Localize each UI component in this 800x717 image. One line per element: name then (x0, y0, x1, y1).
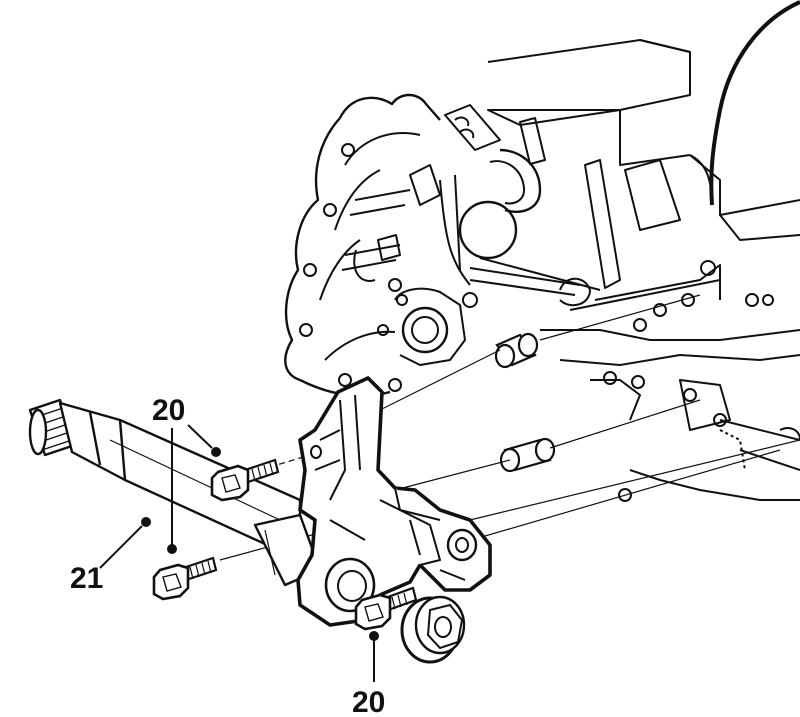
bolt-lower-left (152, 556, 218, 601)
engine-block (284, 0, 800, 502)
flange-nut (400, 595, 466, 664)
leader-lines (99, 424, 379, 682)
callout-20-upper: 20 (152, 394, 185, 427)
callout-21: 21 (70, 562, 103, 595)
mounting-bracket (296, 376, 492, 627)
alignment-lines (219, 294, 800, 561)
mount-bushing-upper (494, 332, 539, 369)
mount-bushing-lower (499, 437, 556, 473)
bolt-lower-right (354, 586, 418, 631)
drive-shaft (28, 398, 322, 587)
bolt-upper (210, 458, 280, 502)
callout-20-lower: 20 (352, 686, 385, 717)
